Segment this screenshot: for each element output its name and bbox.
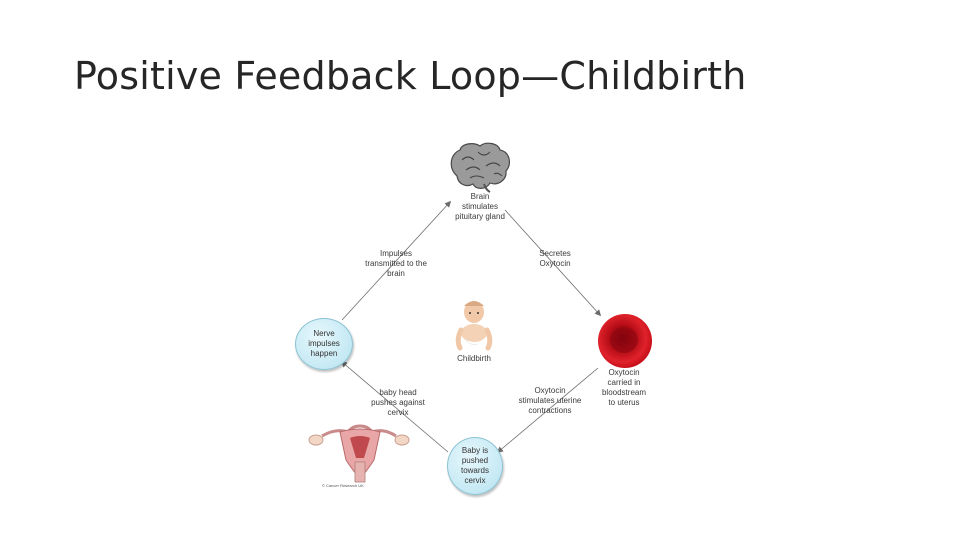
arrow-baby-to-nerve: [340, 360, 449, 453]
childbirth-label: Childbirth: [457, 354, 491, 363]
brain-icon: [450, 142, 510, 193]
baby-pushed-node: Baby is pushed towards cervix: [447, 437, 503, 495]
arrow-brain-to-blood: [504, 209, 602, 317]
arrow-nerve-to-brain: [341, 200, 452, 321]
uterine-contractions-label: Oxytocin stimulates uterine contractions: [518, 386, 582, 415]
baby-icon: [455, 301, 493, 351]
nerve-impulses-node: Nerve impulses happen: [295, 318, 353, 370]
secretes-label: Secretes Oxytocin: [539, 249, 571, 268]
oxytocin-blood-label: Oxytocin carried in bloodstream to uteru…: [601, 368, 647, 407]
red-blood-cell-icon: [598, 314, 652, 368]
head-pushes-label: baby head pushes against cervix: [371, 388, 425, 417]
slide-title: Positive Feedback Loop—Childbirth: [74, 54, 747, 98]
uterus-icon: [308, 424, 410, 483]
arrow-blood-to-baby: [496, 367, 599, 454]
baby-pushed-label: Baby is pushed towards cervix: [460, 446, 489, 485]
brain-label: Brain stimulates pituitary gland: [455, 192, 505, 221]
copyright-note: © Cancer Research UK: [322, 483, 364, 488]
impulses-label: Impulses transmitted to the brain: [365, 249, 427, 278]
nerve-impulses-label: Nerve impulses happen: [308, 329, 340, 358]
